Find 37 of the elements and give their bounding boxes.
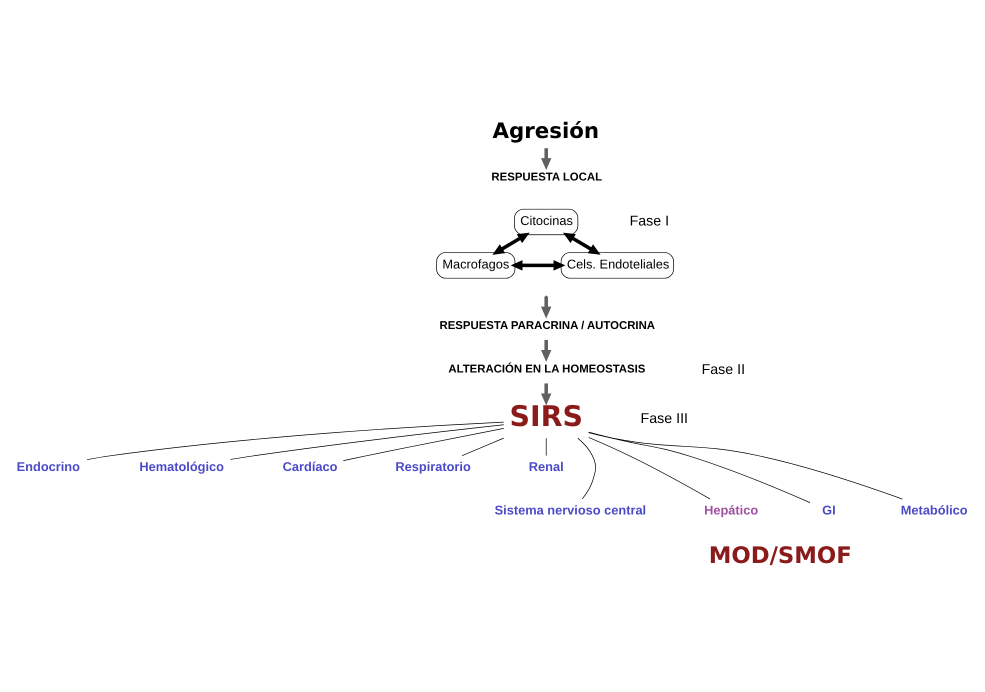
- label: Fase III: [640, 411, 688, 428]
- connector: [588, 432, 810, 503]
- label: Fase I: [630, 214, 670, 230]
- connector: [588, 432, 903, 500]
- label: Fase II: [702, 362, 746, 378]
- connector: [577, 438, 596, 500]
- node-text: ALTERACIÓN EN LA HOMEOSTASIS: [448, 363, 646, 376]
- arrow: [562, 232, 601, 255]
- node-text: Metabólico: [900, 502, 968, 518]
- node-box: Citocinas: [514, 208, 578, 236]
- node-text: Sistema nervioso central: [494, 502, 646, 518]
- arrow: [492, 232, 530, 255]
- connector: [342, 428, 504, 461]
- connector: [230, 424, 504, 460]
- node-text: RESPUESTA PARACRINA / AUTOCRINA: [440, 320, 656, 332]
- node-text: RESPUESTA LOCAL: [491, 172, 602, 184]
- label: MOD/SMOF: [708, 542, 852, 569]
- connector: [588, 437, 711, 500]
- connector: [86, 422, 504, 460]
- node-text: Agresión: [492, 119, 600, 144]
- arrow: [541, 296, 552, 319]
- arrow: [541, 383, 552, 406]
- node-text: Endocrino: [16, 459, 80, 474]
- node-text: Hematológico: [139, 459, 224, 474]
- node-text: Hepático: [704, 502, 758, 518]
- connector: [546, 438, 547, 456]
- arrow: [541, 148, 552, 170]
- connector: [462, 438, 504, 456]
- arrow: [510, 260, 566, 271]
- node-text: Respiratorio: [395, 459, 471, 474]
- node-text: GI: [822, 502, 836, 518]
- node-text: Renal: [528, 459, 564, 474]
- arrow: [541, 340, 552, 362]
- node-box: Macrofagos: [436, 252, 516, 279]
- node-box: Cels. Endoteliales: [560, 252, 674, 279]
- node-text: Cardíaco: [282, 459, 338, 474]
- node-text: SIRS: [510, 400, 584, 433]
